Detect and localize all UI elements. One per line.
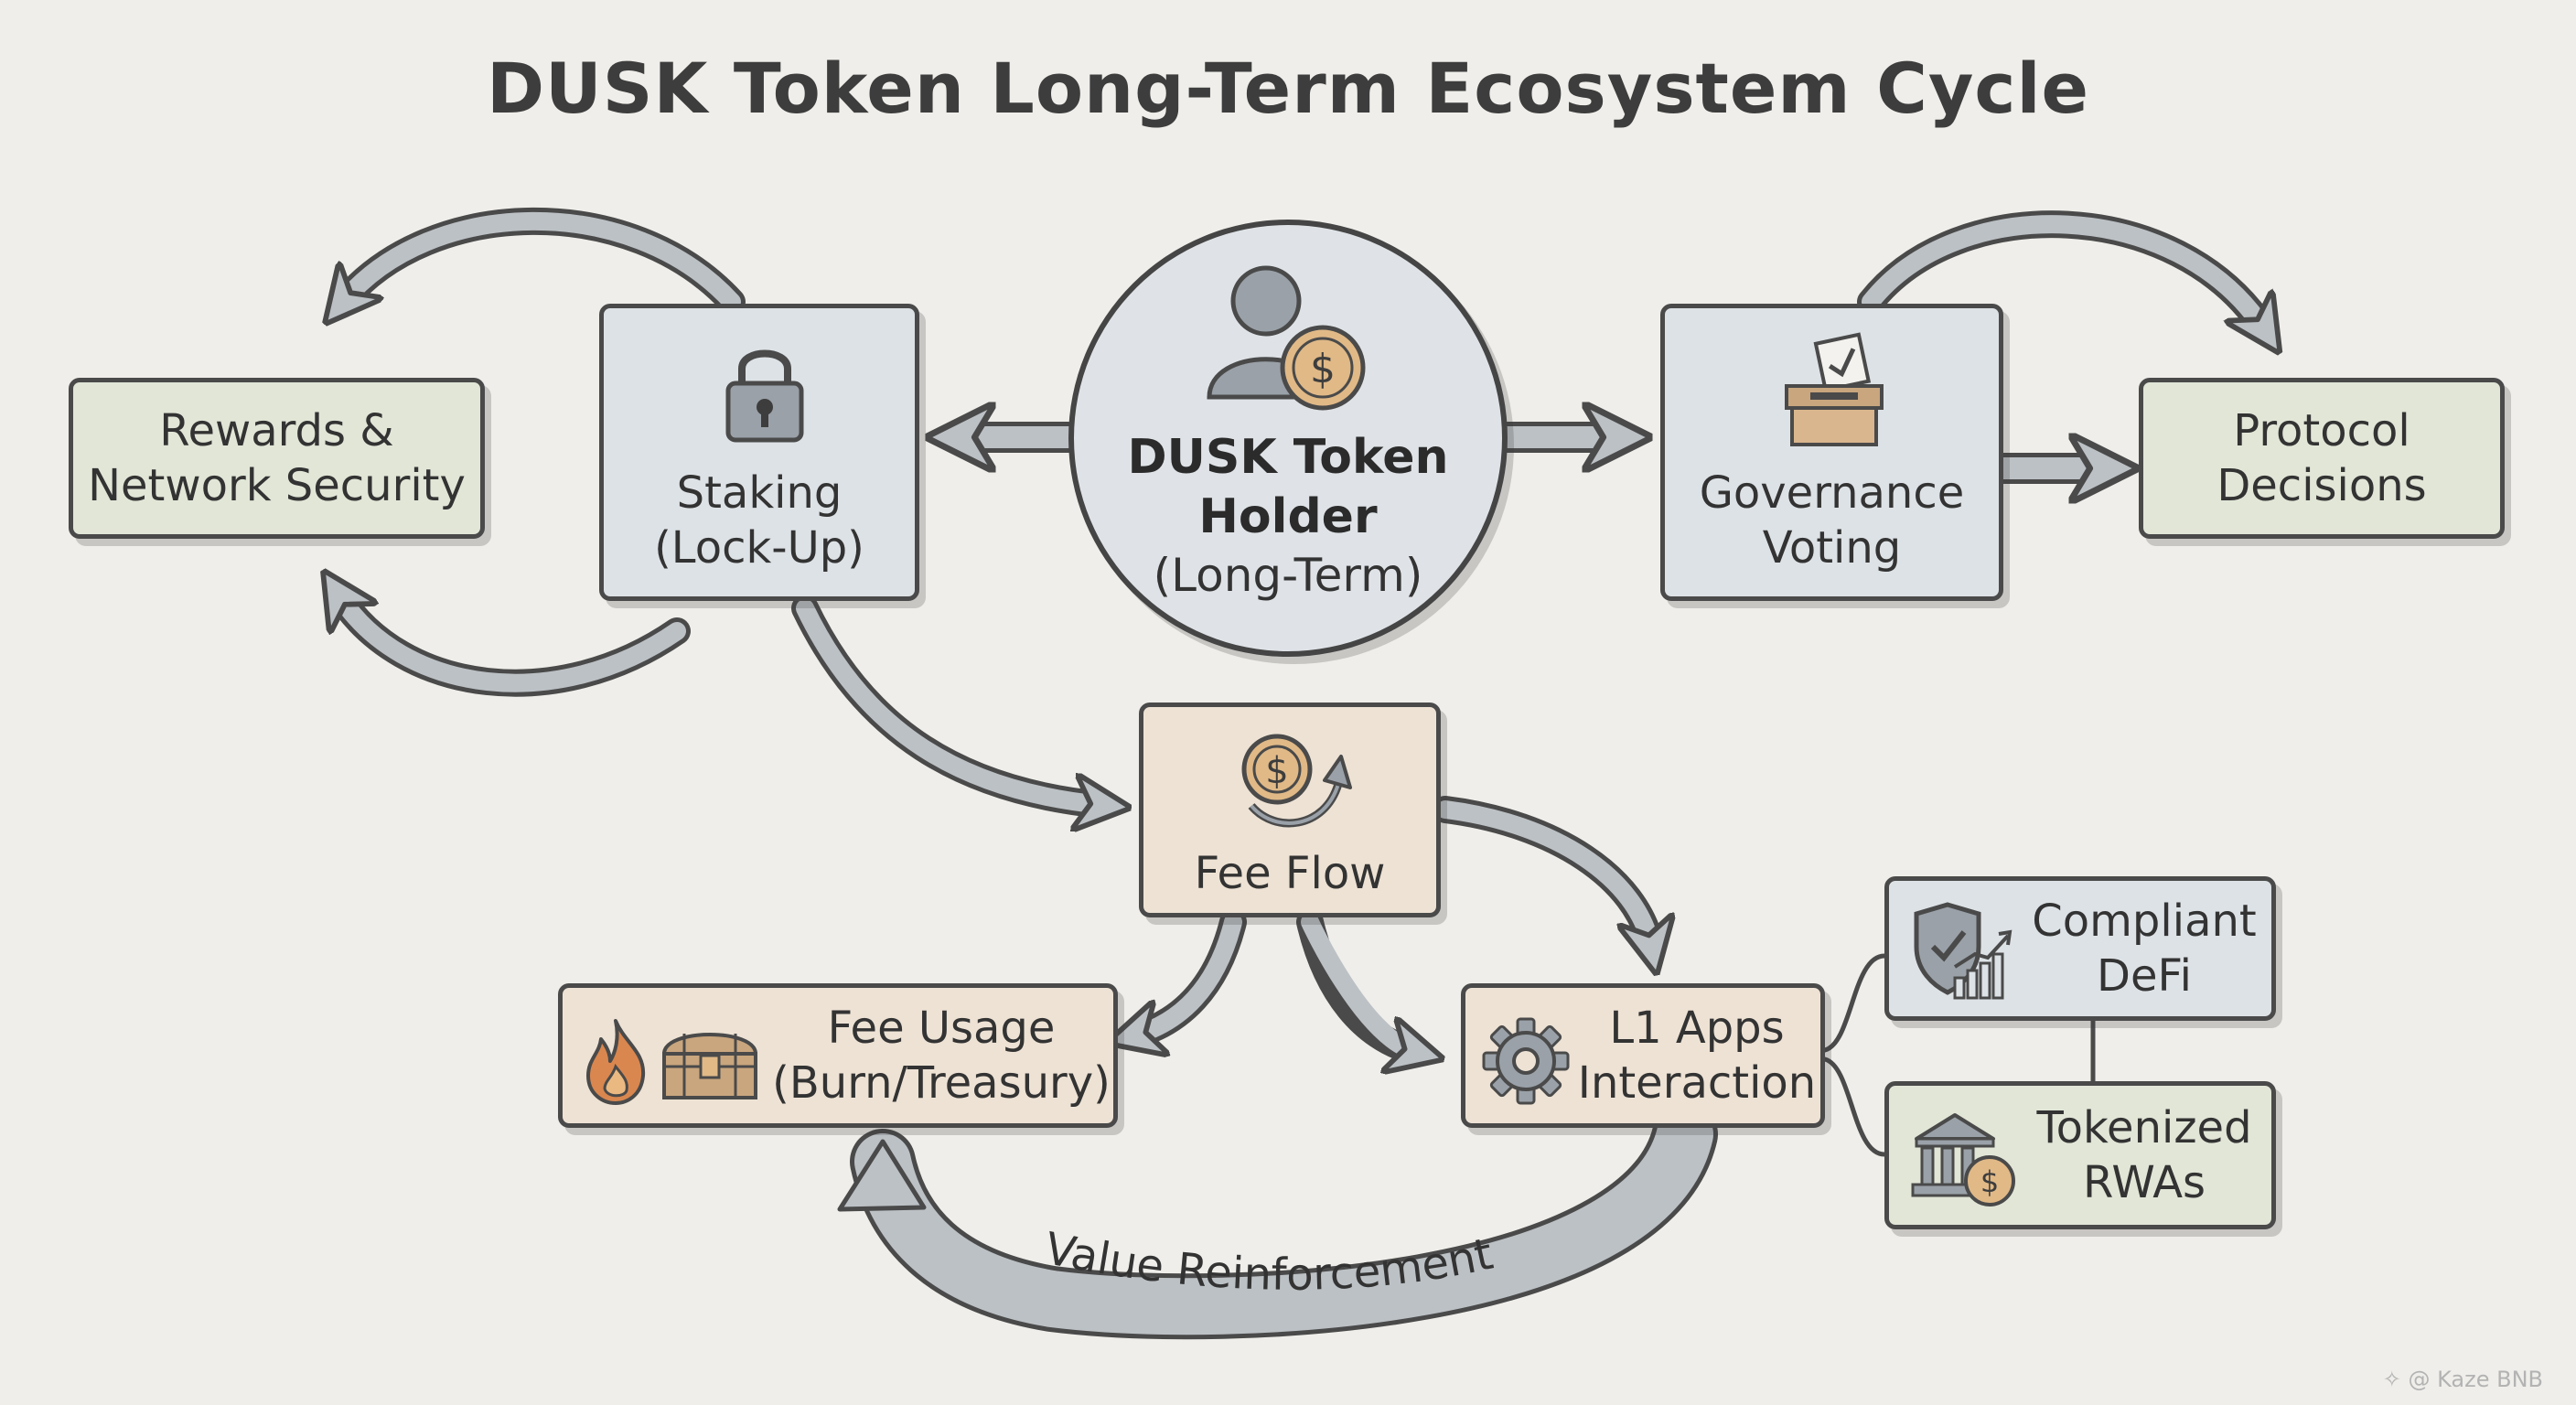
person-coin-icon: $ xyxy=(1207,265,1366,411)
holder-line1: DUSK Token xyxy=(1127,430,1449,485)
defi-line1: Compliant xyxy=(2032,896,2257,947)
watermark: ✧ @ Kaze BNB xyxy=(2382,1367,2543,1392)
treasure-chest-icon xyxy=(661,1033,758,1099)
rewards-line1: Rewards & xyxy=(159,405,394,456)
holder-node: $ DUSK Token Holder (Long-Term) xyxy=(1068,220,1508,657)
arrow-fee-flow-to-l1-apps-arc xyxy=(1432,796,1651,947)
coin-cycle-icon: $ xyxy=(1241,734,1352,828)
svg-text:$: $ xyxy=(1980,1164,1999,1199)
fee-usage-line1: Fee Usage xyxy=(827,1003,1056,1054)
l1-apps-line2: Interaction xyxy=(1577,1057,1817,1109)
governance-line1: Governance xyxy=(1699,467,1965,519)
flame-icon xyxy=(586,1019,646,1105)
fee-usage-node: Fee Usage(Burn/Treasury) xyxy=(558,983,1118,1128)
arrow-governance-to-protocol-arc xyxy=(1857,210,2264,329)
fee-flow-label: Fee Flow xyxy=(1194,848,1386,899)
protocol-line2: Decisions xyxy=(2216,460,2427,511)
rwas-line2: RWAs xyxy=(2082,1157,2206,1208)
arrow-value-reinforcement xyxy=(837,1101,1718,1340)
shield-chart-icon xyxy=(1914,902,2012,1000)
rwas-line1: Tokenized xyxy=(2036,1102,2252,1153)
staking-node: Staking(Lock-Up) xyxy=(599,304,919,601)
holder-line3: (Long-Term) xyxy=(1153,549,1423,602)
bank-coin-icon: $ xyxy=(1911,1113,2015,1207)
arrow-staking-to-rewards-top xyxy=(343,207,746,302)
gear-icon xyxy=(1482,1017,1570,1105)
ballot-box-icon xyxy=(1785,332,1884,446)
padlock-icon xyxy=(725,349,804,443)
fee-usage-line2: (Burn/Treasury) xyxy=(772,1057,1111,1109)
diagram-title: DUSK Token Long-Term Ecosystem Cycle xyxy=(486,48,2090,129)
svg-text:$: $ xyxy=(1265,750,1288,792)
l1-apps-line1: L1 Apps xyxy=(1609,1003,1785,1054)
staking-line1: Staking xyxy=(676,467,843,519)
arrow-fee-flow-to-l1-apps xyxy=(1296,908,1416,1052)
holder-line2: Holder xyxy=(1198,489,1378,544)
fee-flow-node: $ Fee Flow xyxy=(1139,702,1441,917)
arrow-fee-flow-to-fee-usage xyxy=(1134,908,1247,1035)
connector-l1-apps-branches xyxy=(1822,953,2096,1157)
protocol-line1: Protocol xyxy=(2233,405,2410,456)
governance-line2: Voting xyxy=(1762,522,1902,574)
defi-line2: DeFi xyxy=(2097,950,2192,1002)
arrow-staking-to-rewards-bottom xyxy=(338,595,691,697)
rewards-node: Rewards &Network Security xyxy=(69,378,485,539)
rewards-line2: Network Security xyxy=(88,460,466,511)
svg-text:$: $ xyxy=(1310,346,1336,392)
arrow-staking-to-fee-flow xyxy=(791,595,1102,805)
staking-line2: (Lock-Up) xyxy=(654,522,864,574)
